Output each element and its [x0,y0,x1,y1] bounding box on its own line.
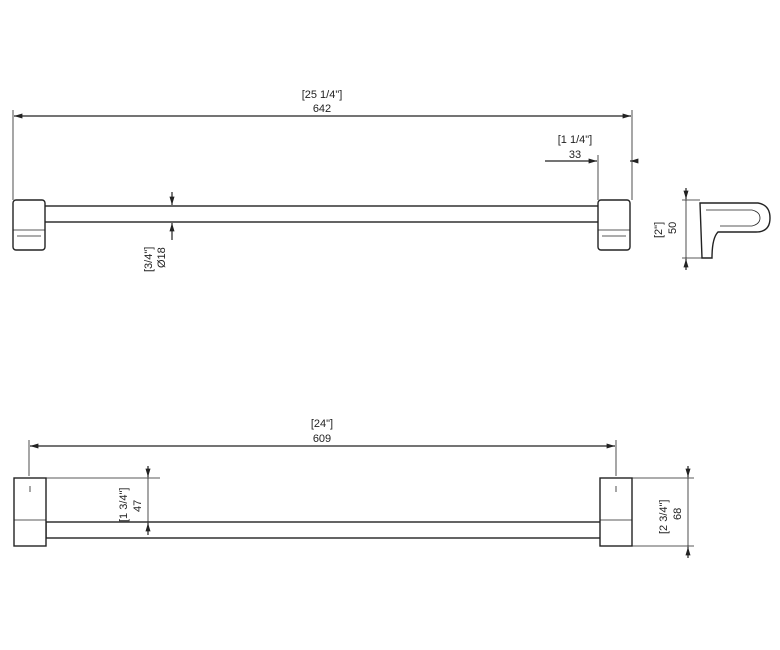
bar-diameter-inch: [3/4"] [143,247,155,272]
right-bracket-front [599,477,633,547]
bracket-depth-inch: [2 3/4"] [658,500,670,534]
side-view: [2"] 50 [653,188,771,270]
bracket-depth-mm: 68 [672,508,684,520]
bar-diameter-mm: Ø18 [156,247,168,268]
bar-width-inch: [24"] [311,418,333,430]
top-view: [25 1/4"] 642 [1 1/4"] 33 [3/4"] Ø18 [12,89,639,272]
overall-length-inch: [25 1/4"] [302,89,343,101]
bracket-profile [699,202,771,259]
left-bracket [12,199,46,251]
bracket-height-mm: 50 [667,222,679,234]
bracket-offset-mm: 33 [569,149,581,161]
bracket-offset-inch: [1 1/4"] [558,134,592,146]
towel-bar [39,205,603,223]
bar-width-dimension: [24"] 609 [28,418,617,476]
bracket-height-inch: [2"] [653,222,665,238]
bar-width-mm: 609 [313,433,331,445]
projection-mm: 47 [132,500,144,512]
projection-dimension: [1 3/4"] 47 [46,466,160,535]
right-bracket [597,199,631,251]
bottom-view: [24"] 609 [1 3/4"] 47 [2 3/4"] 68 [13,418,694,558]
overall-length-dimension: [25 1/4"] 642 [12,89,633,200]
bracket-offset-dimension: [1 1/4"] 33 [545,134,639,200]
bracket-depth-dimension: [2 3/4"] 68 [632,466,694,558]
towel-bar-front [45,521,603,539]
bar-diameter-dimension: [3/4"] Ø18 [143,192,175,272]
overall-length-mm: 642 [313,103,331,115]
projection-inch: [1 3/4"] [118,488,130,522]
left-bracket-front [13,477,47,547]
